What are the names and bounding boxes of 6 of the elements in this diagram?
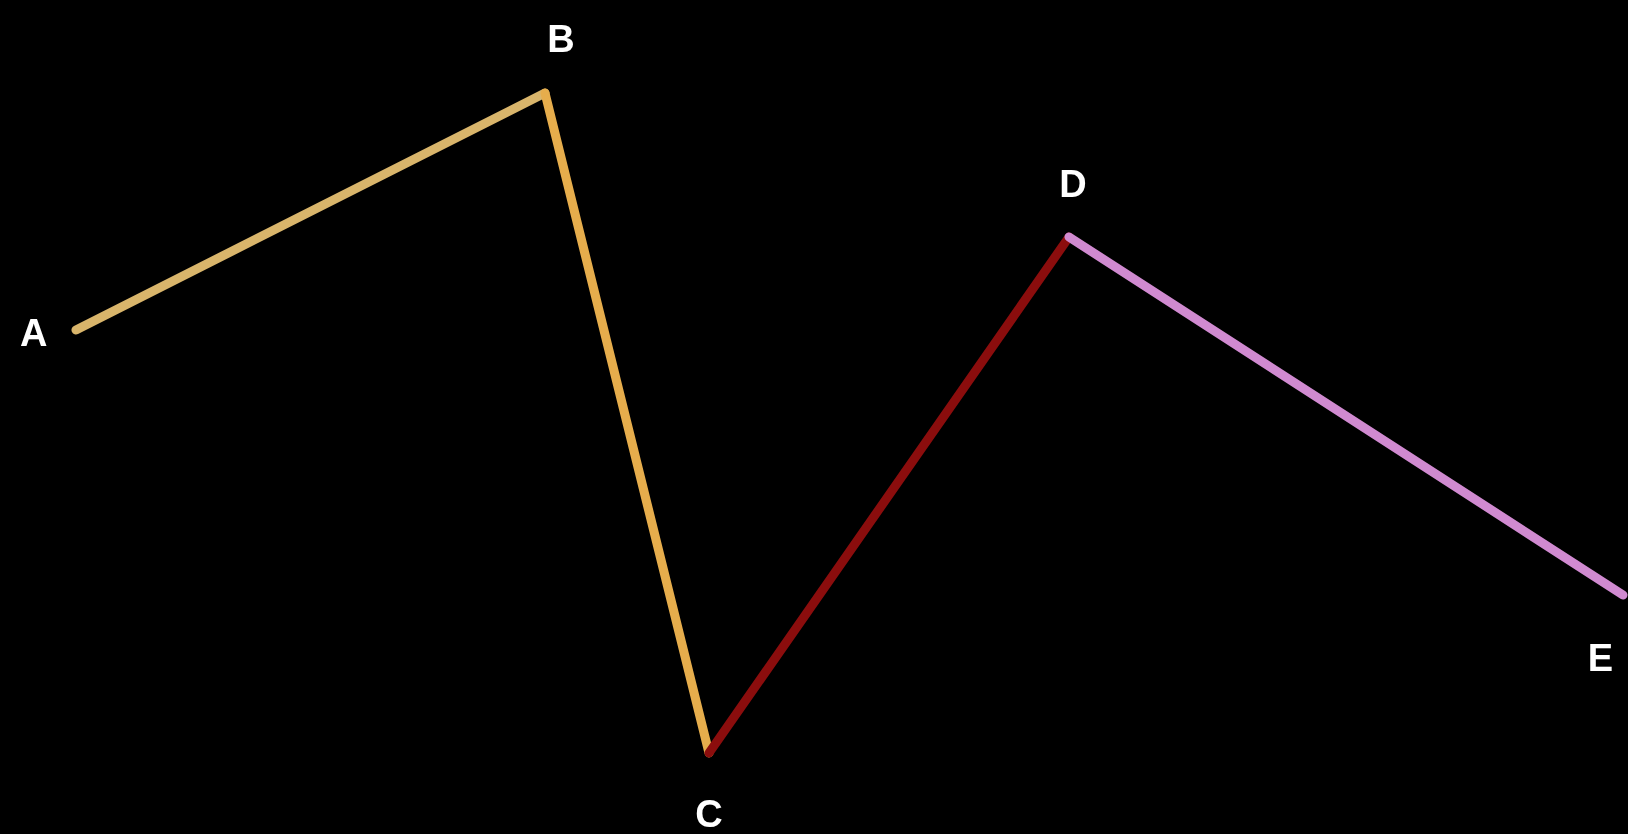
point-label: A — [20, 314, 48, 352]
point-label: D — [1059, 165, 1087, 203]
point-label: E — [1587, 639, 1614, 677]
point-label: C — [695, 795, 723, 833]
line-segment — [1064, 232, 1628, 600]
point-label: B — [547, 20, 575, 58]
